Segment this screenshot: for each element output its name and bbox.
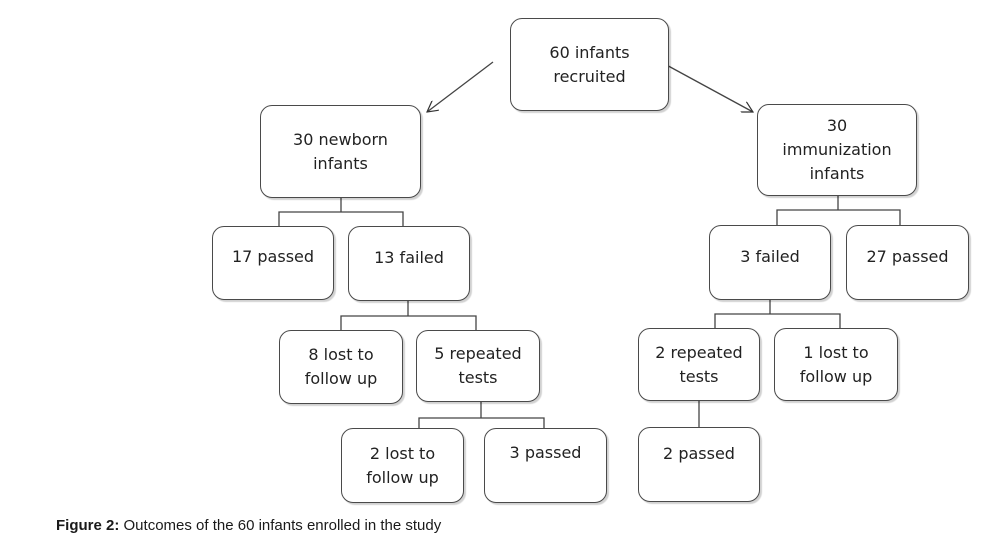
- arrow-to-immunization: [660, 61, 753, 112]
- node-newborn-repeat-lost-follow-up: 2 lost to follow up: [341, 428, 464, 503]
- node-immunization-repeated-tests: 2 repeated tests: [638, 328, 760, 401]
- node-newborn-passed: 17 passed: [212, 226, 334, 300]
- arrow-to-newborn: [427, 61, 494, 112]
- figure-caption: Figure 2: Outcomes of the 60 infants enr…: [56, 517, 441, 534]
- node-newborn-failed: 13 failed: [348, 226, 470, 301]
- node-immunization-repeat-passed: 2 passed: [638, 427, 760, 502]
- node-newborn-lost-follow-up: 8 lost to follow up: [279, 330, 403, 404]
- node-newborn-repeated-tests: 5 repeated tests: [416, 330, 540, 402]
- node-immunization-failed: 3 failed: [709, 225, 831, 300]
- node-newborn-repeat-passed: 3 passed: [484, 428, 607, 503]
- node-root: 60 infants recruited: [510, 18, 669, 111]
- node-newborn-infants: 30 newborn infants: [260, 105, 421, 198]
- figure-caption-label: Figure 2:: [56, 517, 120, 534]
- node-immunization-passed: 27 passed: [846, 225, 969, 300]
- figure-caption-text: Outcomes of the 60 infants enrolled in t…: [119, 517, 442, 534]
- node-immunization-infants: 30 immunization infants: [757, 104, 917, 196]
- node-immunization-lost-follow-up: 1 lost to follow up: [774, 328, 898, 401]
